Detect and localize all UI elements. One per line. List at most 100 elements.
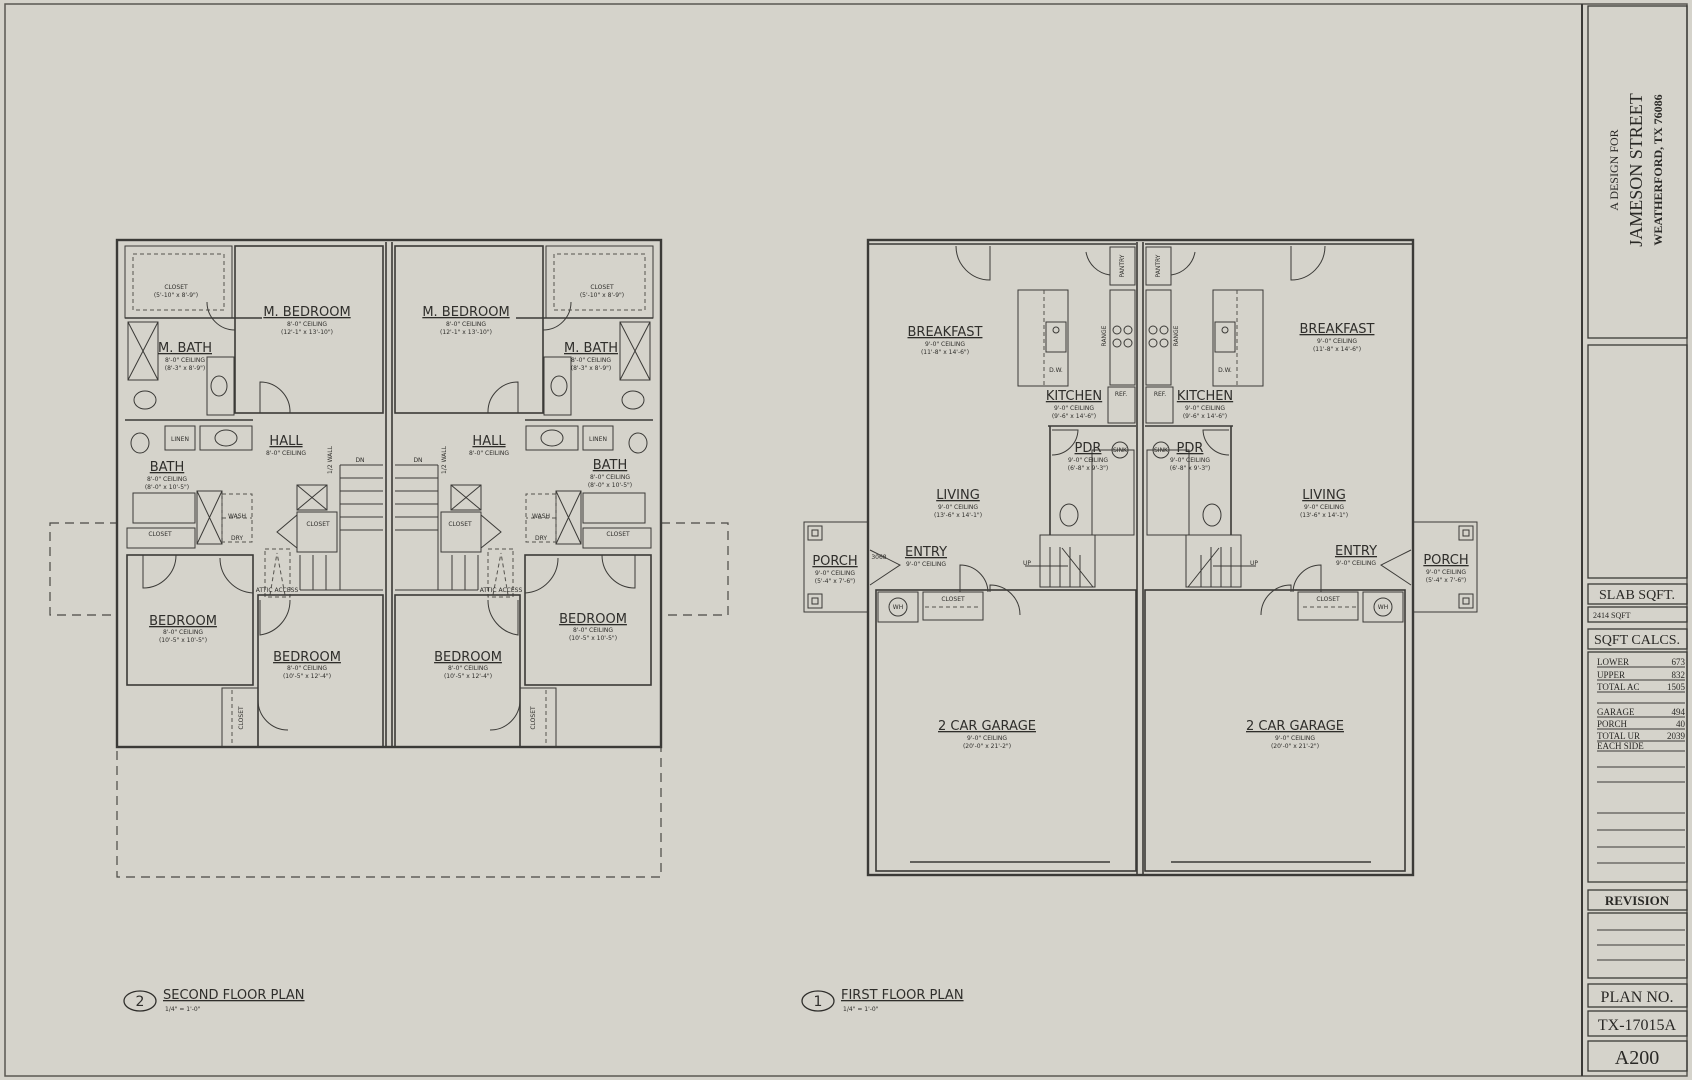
svg-text:REF.: REF.: [1154, 391, 1166, 398]
svg-text:ENTRY: ENTRY: [1335, 544, 1377, 559]
svg-text:9'-0" CEILING: 9'-0" CEILING: [925, 341, 965, 348]
svg-text:PANTRY: PANTRY: [1155, 254, 1162, 277]
svg-text:9'-0" CEILING: 9'-0" CEILING: [1185, 405, 1225, 412]
svg-text:DRY: DRY: [231, 535, 243, 542]
svg-text:REF.: REF.: [1115, 391, 1127, 398]
svg-text:CLOSET: CLOSET: [590, 284, 614, 291]
svg-text:1/4" = 1'-0": 1/4" = 1'-0": [165, 1006, 201, 1013]
svg-text:(13'-6" x 14'-1"): (13'-6" x 14'-1"): [934, 512, 982, 519]
svg-text:PDR: PDR: [1177, 441, 1204, 456]
svg-text:1/2 WALL: 1/2 WALL: [441, 445, 448, 474]
porch-roof-left: [49, 522, 118, 616]
svg-text:CLOSET: CLOSET: [606, 531, 630, 538]
svg-text:DN: DN: [413, 457, 422, 464]
svg-text:(10'-5" x 10'-5"): (10'-5" x 10'-5"): [569, 635, 617, 642]
svg-text:M. BEDROOM: M. BEDROOM: [422, 305, 509, 320]
svg-text:BATH: BATH: [593, 458, 628, 473]
svg-text:8'-0" CEILING: 8'-0" CEILING: [287, 321, 327, 328]
plan-number-bubble: [123, 990, 157, 1012]
svg-text:BEDROOM: BEDROOM: [273, 650, 341, 665]
svg-text:BREAKFAST: BREAKFAST: [1300, 322, 1375, 337]
svg-text:GARAGE: GARAGE: [1597, 707, 1635, 717]
svg-text:(20'-0" x 21'-2"): (20'-0" x 21'-2"): [1271, 743, 1319, 750]
svg-text:(8'-0" x 10'-5"): (8'-0" x 10'-5"): [145, 484, 189, 491]
svg-text:1/2 WALL: 1/2 WALL: [327, 445, 334, 474]
svg-text:SINK: SINK: [1113, 447, 1128, 454]
svg-text:(5'-10" x 8'-9"): (5'-10" x 8'-9"): [154, 292, 198, 299]
svg-text:8'-0" CEILING: 8'-0" CEILING: [446, 321, 486, 328]
svg-text:HALL: HALL: [269, 434, 303, 449]
svg-text:9'-0" CEILING: 9'-0" CEILING: [1068, 457, 1108, 464]
svg-text:9'-0" CEILING: 9'-0" CEILING: [1170, 457, 1210, 464]
svg-text:(10'-5" x 12'-4"): (10'-5" x 12'-4"): [444, 673, 492, 680]
svg-text:WASH: WASH: [532, 513, 550, 520]
project-city: WEATHERFORD, TX 76086: [1651, 94, 1665, 245]
svg-text:8'-0" CEILING: 8'-0" CEILING: [147, 476, 187, 483]
svg-text:LIVING: LIVING: [936, 488, 980, 503]
svg-text:WH: WH: [893, 604, 903, 611]
svg-text:494: 494: [1672, 707, 1686, 717]
svg-text:9'-0" CEILING: 9'-0" CEILING: [1317, 338, 1357, 345]
svg-text:PORCH: PORCH: [1597, 719, 1628, 729]
room-labels-right: BREAKFAST 9'-0" CEILING (11'-8" x 14'-6"…: [1154, 254, 1469, 750]
svg-text:UP: UP: [1250, 560, 1258, 567]
svg-text:(10'-5" x 10'-5"): (10'-5" x 10'-5"): [159, 637, 207, 644]
svg-text:KITCHEN: KITCHEN: [1046, 389, 1102, 404]
svg-text:(8'-0" x 10'-5"): (8'-0" x 10'-5"): [588, 482, 632, 489]
revision-header: REVISION: [1605, 893, 1670, 908]
first-floor-plan: BREAKFAST 9'-0" CEILING (11'-8" x 14'-6"…: [803, 238, 1478, 877]
svg-text:8'-0" CEILING: 8'-0" CEILING: [590, 474, 630, 481]
roof-below-outline: [116, 746, 662, 878]
svg-text:(6'-8" x 9'-3"): (6'-8" x 9'-3"): [1170, 465, 1210, 472]
svg-text:9'-0" CEILING: 9'-0" CEILING: [1426, 569, 1466, 576]
slab-sqft-value: 2414 SQFT: [1593, 611, 1631, 620]
svg-text:1: 1: [814, 994, 823, 1010]
svg-text:DRY: DRY: [535, 535, 547, 542]
sqft-calcs-header: SQFT CALCS.: [1594, 633, 1680, 648]
svg-text:9'-0" CEILING: 9'-0" CEILING: [906, 561, 946, 568]
svg-text:PANTRY: PANTRY: [1119, 254, 1126, 277]
svg-text:8'-0" CEILING: 8'-0" CEILING: [573, 627, 613, 634]
svg-text:673: 673: [1672, 657, 1686, 667]
svg-text:2039: 2039: [1667, 731, 1686, 741]
svg-text:UP: UP: [1023, 560, 1031, 567]
svg-text:PDR: PDR: [1075, 441, 1102, 456]
svg-text:KITCHEN: KITCHEN: [1177, 389, 1233, 404]
project-street: JAMESON STREET: [1626, 93, 1646, 247]
svg-text:M. BATH: M. BATH: [564, 341, 618, 356]
svg-text:(8'-3" x 8'-9"): (8'-3" x 8'-9"): [165, 365, 205, 372]
svg-text:TOTAL AC: TOTAL AC: [1597, 682, 1640, 692]
blank-panel: [1587, 344, 1688, 579]
svg-text:8'-0" CEILING: 8'-0" CEILING: [469, 450, 509, 457]
svg-text:CLOSET: CLOSET: [941, 596, 965, 603]
svg-text:ATTIC ACCESS: ATTIC ACCESS: [256, 587, 299, 594]
svg-text:(5'-10" x 8'-9"): (5'-10" x 8'-9"): [580, 292, 624, 299]
room-labels-left: BREAKFAST 9'-0" CEILING (11'-8" x 14'-6"…: [812, 254, 1128, 750]
svg-text:LINEN: LINEN: [171, 436, 189, 443]
svg-text:D.W.: D.W.: [1049, 367, 1063, 374]
svg-text:PORCH: PORCH: [1423, 553, 1468, 568]
svg-text:SINK: SINK: [1154, 447, 1169, 454]
svg-text:9'-0" CEILING: 9'-0" CEILING: [1054, 405, 1094, 412]
svg-text:CLOSET: CLOSET: [238, 706, 245, 730]
svg-text:2 CAR GARAGE: 2 CAR GARAGE: [1246, 719, 1344, 734]
svg-text:CLOSET: CLOSET: [1316, 596, 1340, 603]
svg-text:9'-0" CEILING: 9'-0" CEILING: [938, 504, 978, 511]
svg-text:(9'-6" x 14'-6"): (9'-6" x 14'-6"): [1183, 413, 1227, 420]
svg-text:BEDROOM: BEDROOM: [434, 650, 502, 665]
second-floor-title: 2 SECOND FLOOR PLAN 1/4" = 1'-0": [123, 988, 305, 1013]
svg-text:8'-0" CEILING: 8'-0" CEILING: [287, 665, 327, 672]
svg-text:D.W.: D.W.: [1218, 367, 1232, 374]
svg-text:WASH: WASH: [228, 513, 246, 520]
plan-number: TX-17015A: [1598, 1017, 1677, 1034]
svg-text:M. BEDROOM: M. BEDROOM: [263, 305, 350, 320]
svg-text:ENTRY: ENTRY: [905, 545, 947, 560]
svg-text:RANGE: RANGE: [1101, 325, 1108, 346]
svg-text:8'-0" CEILING: 8'-0" CEILING: [165, 357, 205, 364]
svg-text:(9'-6" x 14'-6"): (9'-6" x 14'-6"): [1052, 413, 1096, 420]
svg-text:(13'-6" x 14'-1"): (13'-6" x 14'-1"): [1300, 512, 1348, 519]
svg-text:8'-0" CEILING: 8'-0" CEILING: [266, 450, 306, 457]
svg-text:9'-0" CEILING: 9'-0" CEILING: [815, 570, 855, 577]
svg-text:(12'-1" x 13'-10"): (12'-1" x 13'-10"): [281, 329, 333, 336]
